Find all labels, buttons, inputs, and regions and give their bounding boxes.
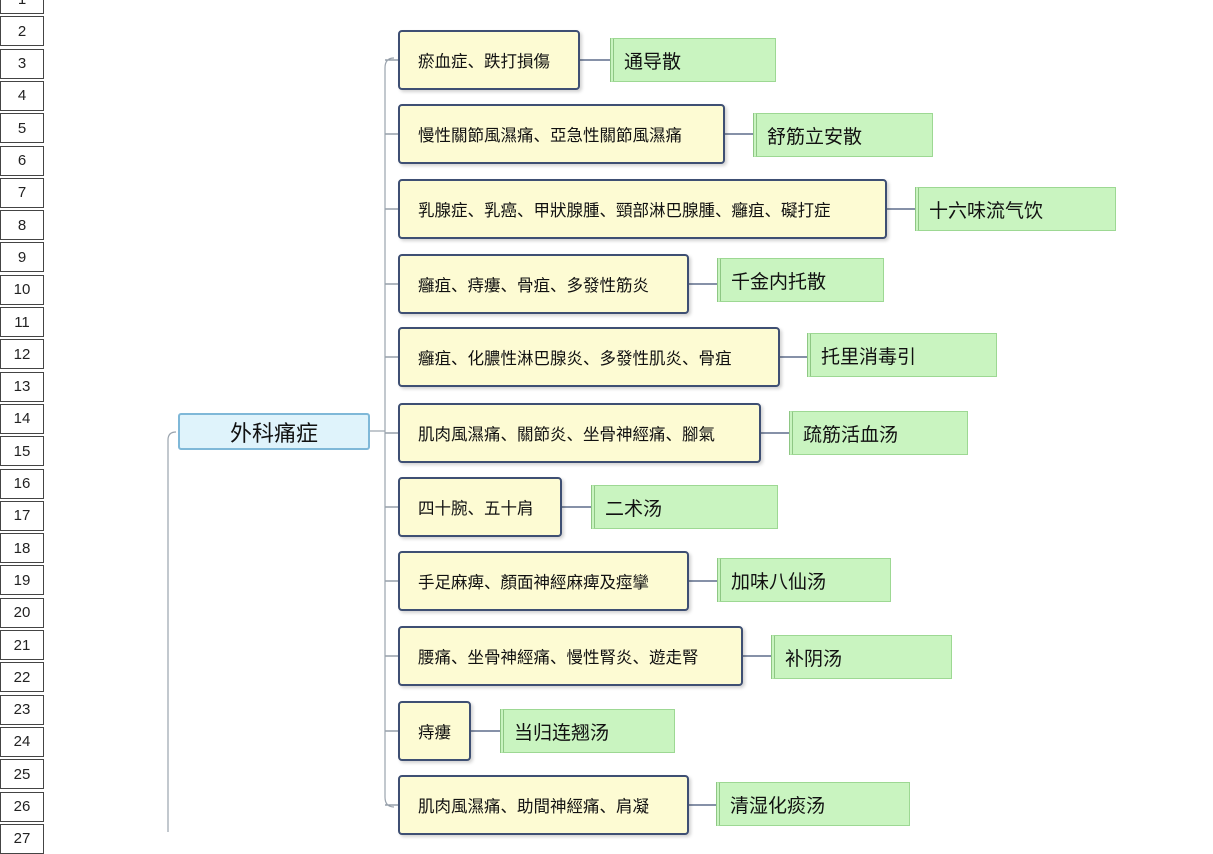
remedy-node[interactable]: 舒筋立安散: [753, 113, 933, 157]
row-number[interactable]: 10: [0, 274, 44, 305]
row-number[interactable]: 17: [0, 500, 44, 531]
remedy-label: 十六味流气饮: [929, 199, 1044, 222]
remedy-node[interactable]: 补阴汤: [771, 635, 952, 679]
condition-label: 癰疽、痔瘻、骨疽、多發性筋炎: [418, 276, 649, 295]
row-number[interactable]: 1: [0, 0, 44, 14]
row-number[interactable]: 3: [0, 48, 44, 79]
row-number[interactable]: 12: [0, 339, 44, 370]
condition-node[interactable]: 痔瘻: [398, 701, 471, 761]
row-number[interactable]: 26: [0, 791, 44, 822]
remedy-node[interactable]: 十六味流气饮: [915, 187, 1116, 231]
condition-label: 手足麻痺、顏面神經麻痺及痙攣: [418, 573, 649, 592]
remedy-node[interactable]: 清湿化痰汤: [716, 782, 910, 826]
row-number[interactable]: 16: [0, 468, 44, 499]
row-number[interactable]: 6: [0, 145, 44, 176]
condition-node[interactable]: 肌肉風濕痛、關節炎、坐骨神經痛、腳氣: [398, 403, 761, 463]
condition-label: 腰痛、坐骨神經痛、慢性腎炎、遊走腎: [418, 648, 699, 667]
row-number[interactable]: 2: [0, 16, 44, 47]
row-number[interactable]: 22: [0, 662, 44, 693]
condition-label: 四十腕、五十肩: [418, 499, 534, 518]
condition-node[interactable]: 慢性關節風濕痛、亞急性關節風濕痛: [398, 104, 725, 164]
connector-lines: [167, 57, 915, 832]
row-number[interactable]: 21: [0, 630, 44, 660]
remedy-node[interactable]: 千金内托散: [717, 258, 884, 302]
row-number[interactable]: 8: [0, 210, 44, 241]
root-parent-line: [167, 431, 177, 832]
remedy-label: 通导散: [624, 50, 682, 73]
condition-label: 痔瘻: [418, 723, 451, 742]
remedy-node[interactable]: 二术汤: [591, 485, 778, 529]
condition-node[interactable]: 瘀血症、跌打損傷: [398, 30, 580, 90]
remedy-node[interactable]: 托里消毒引: [807, 333, 997, 377]
condition-node[interactable]: 乳腺症、乳癌、甲狀腺腫、頸部淋巴腺腫、癰疽、礙打症: [398, 179, 887, 239]
row-number[interactable]: 23: [0, 694, 44, 725]
remedy-node[interactable]: 当归连翘汤: [500, 709, 675, 753]
condition-label: 慢性關節風濕痛、亞急性關節風濕痛: [418, 126, 682, 145]
row-number[interactable]: 7: [0, 177, 44, 208]
remedy-label: 清湿化痰汤: [730, 794, 826, 817]
remedy-label: 加味八仙汤: [731, 570, 827, 593]
condition-node[interactable]: 手足麻痺、顏面神經麻痺及痙攣: [398, 551, 689, 611]
condition-node[interactable]: 肌肉風濕痛、助間神經痛、肩凝: [398, 775, 689, 835]
condition-label: 肌肉風濕痛、關節炎、坐骨神經痛、腳氣: [418, 425, 715, 444]
root-topic-label: 外科痛症: [229, 421, 318, 447]
row-number[interactable]: 4: [0, 80, 44, 111]
row-number[interactable]: 24: [0, 726, 44, 757]
row-number[interactable]: 13: [0, 371, 44, 402]
row-number[interactable]: 18: [0, 533, 44, 564]
row-number[interactable]: 14: [0, 403, 44, 434]
remedy-node[interactable]: 通导散: [610, 38, 776, 82]
row-number[interactable]: 19: [0, 565, 44, 596]
remedy-label: 千金内托散: [731, 270, 827, 293]
remedy-label: 疏筋活血汤: [803, 423, 899, 446]
remedy-label: 补阴汤: [785, 647, 843, 670]
condition-label: 瘀血症、跌打損傷: [418, 52, 550, 71]
root-topic[interactable]: 外科痛症: [178, 413, 370, 450]
row-number[interactable]: 25: [0, 759, 44, 790]
condition-label: 乳腺症、乳癌、甲狀腺腫、頸部淋巴腺腫、癰疽、礙打症: [418, 201, 831, 220]
row-number[interactable]: 5: [0, 113, 44, 144]
remedy-label: 托里消毒引: [821, 345, 917, 368]
remedy-label: 舒筋立安散: [767, 125, 863, 148]
remedy-node[interactable]: 疏筋活血汤: [789, 411, 968, 455]
row-number[interactable]: 9: [0, 242, 44, 273]
condition-node[interactable]: 四十腕、五十肩: [398, 477, 562, 537]
condition-label: 肌肉風濕痛、助間神經痛、肩凝: [418, 797, 649, 816]
trunk-line: [384, 57, 395, 808]
row-number[interactable]: 11: [0, 307, 44, 337]
remedy-label: 当归连翘汤: [514, 721, 610, 744]
remedy-node[interactable]: 加味八仙汤: [717, 558, 891, 602]
row-number[interactable]: 15: [0, 436, 44, 467]
condition-node[interactable]: 癰疽、痔瘻、骨疽、多發性筋炎: [398, 254, 689, 314]
remedy-label: 二术汤: [605, 497, 663, 520]
condition-node[interactable]: 癰疽、化膿性淋巴腺炎、多發性肌炎、骨疽: [398, 327, 780, 387]
condition-node[interactable]: 腰痛、坐骨神經痛、慢性腎炎、遊走腎: [398, 626, 743, 686]
row-number[interactable]: 20: [0, 597, 44, 628]
condition-label: 癰疽、化膿性淋巴腺炎、多發性肌炎、骨疽: [418, 349, 732, 368]
